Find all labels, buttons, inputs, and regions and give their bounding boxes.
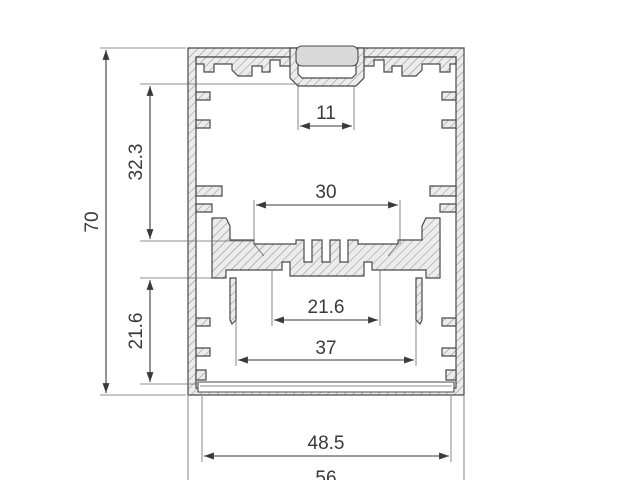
- top-rail-left: [195, 56, 293, 77]
- aluminium-profile: [187, 45, 465, 396]
- dimension-overall-width: 56: [187, 396, 465, 480]
- heatsink-lower-label: 21.6: [308, 297, 345, 318]
- dimension-heatsink-lower: 21.6: [271, 270, 381, 326]
- left-wall-fins: [195, 91, 223, 381]
- diffuser: [197, 381, 455, 393]
- top-slot-label: 11: [316, 103, 336, 124]
- right-wall-fins: [429, 91, 457, 381]
- led-clip-left: [229, 277, 237, 326]
- dimension-led-channel: 37: [235, 320, 417, 366]
- dimension-heatsink-upper: 30: [253, 182, 401, 244]
- heatsink-upper-label: 30: [315, 182, 336, 203]
- upper-chamber-label: 32.3: [126, 144, 147, 181]
- dimension-upper-chamber: 32.3: [126, 83, 300, 242]
- diffuser-label: 48.5: [308, 433, 345, 454]
- overall-width-label: 56: [315, 468, 336, 480]
- dimension-top-slot: 11: [297, 86, 355, 130]
- led-heatsink: [211, 217, 441, 279]
- dimension-lower-chamber: 21.6: [126, 277, 212, 385]
- led-clip-right: [415, 277, 423, 326]
- lower-chamber-label: 21.6: [126, 313, 147, 350]
- heatsink-lip: [253, 243, 399, 257]
- dimension-diffuser: 48.5: [201, 396, 452, 462]
- dimension-overall-height: 70: [82, 47, 186, 396]
- led-channel-label: 37: [315, 338, 336, 359]
- top-rail-right: [361, 56, 457, 77]
- overall-height-label: 70: [82, 211, 103, 232]
- top-slot-insert: [295, 45, 359, 67]
